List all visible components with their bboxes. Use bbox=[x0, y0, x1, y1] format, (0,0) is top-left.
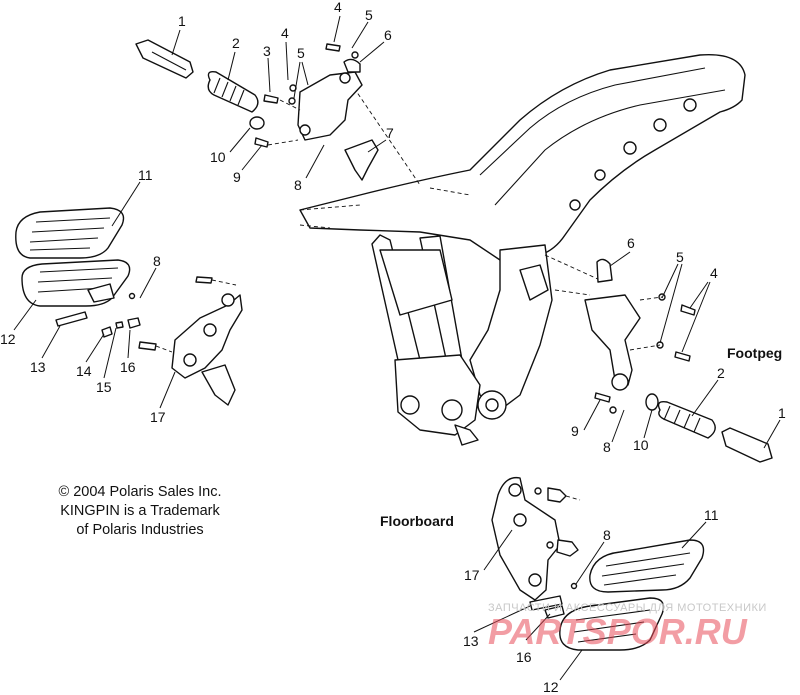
bolt bbox=[254, 137, 269, 148]
copyright-line: © 2004 Polaris Sales Inc. bbox=[58, 484, 222, 500]
bolt bbox=[263, 94, 279, 104]
callout-number: 9 bbox=[571, 423, 579, 439]
footpeg-rubber bbox=[207, 70, 259, 113]
footpeg-assembly-right bbox=[584, 258, 773, 463]
watermark-brand: PARTSPOR.RU bbox=[488, 611, 748, 652]
callout-number: 4 bbox=[710, 265, 718, 281]
watermark: ЗАПЧАСТИ И АКСЕССУАРЫ ДЛЯ МОТОТЕХНИКИ PA… bbox=[488, 602, 767, 652]
washer bbox=[249, 116, 265, 130]
callout-number: 8 bbox=[153, 253, 161, 269]
callout-number: 2 bbox=[717, 365, 725, 381]
trademark-line: KINGPIN is a Trademark bbox=[60, 503, 220, 519]
floorboard-base bbox=[21, 259, 131, 307]
callout-number: 7 bbox=[386, 125, 394, 141]
callouts-footpeg-upper: 1 2 3 4 5 5 6 7 8 9 10 4 bbox=[178, 0, 394, 193]
floorboard-bracket bbox=[171, 294, 243, 379]
callout-number: 10 bbox=[633, 437, 649, 453]
footpeg-rubber bbox=[657, 400, 716, 439]
section-label-floorboard: Floorboard bbox=[380, 513, 454, 529]
callout-number: 4 bbox=[334, 0, 342, 15]
motorcycle-frame bbox=[299, 53, 746, 446]
callout-number: 11 bbox=[704, 507, 719, 523]
callout-number: 15 bbox=[96, 379, 112, 395]
callout-number: 8 bbox=[603, 439, 611, 455]
callout-number: 16 bbox=[516, 649, 532, 665]
callout-number: 5 bbox=[365, 7, 373, 23]
callouts-footpeg-right: 6 5 4 2 1 9 8 10 bbox=[571, 235, 786, 455]
callout-number: 5 bbox=[676, 249, 684, 265]
floorboard-base bbox=[559, 597, 665, 651]
callouts-floorboard-left: 11 8 12 13 14 15 16 17 bbox=[0, 167, 166, 425]
section-label-footpeg: Footpeg bbox=[727, 345, 782, 361]
callout-number: 4 bbox=[281, 25, 289, 41]
callouts-floorboard-lower: 11 8 17 13 16 12 bbox=[463, 507, 719, 695]
callout-number: 2 bbox=[232, 35, 240, 51]
callout-number: 1 bbox=[178, 13, 186, 29]
callout-number: 3 bbox=[263, 43, 271, 59]
callout-number: 5 bbox=[297, 45, 305, 61]
floorboard-bracket bbox=[491, 476, 561, 601]
callout-number: 12 bbox=[0, 331, 16, 347]
pin bbox=[55, 311, 88, 327]
callout-number: 6 bbox=[384, 27, 392, 43]
callout-number: 8 bbox=[294, 177, 302, 193]
heel-plate bbox=[344, 139, 379, 181]
callout-number: 6 bbox=[627, 235, 635, 251]
callout-number: 17 bbox=[464, 567, 480, 583]
callout-number: 13 bbox=[30, 359, 46, 375]
trademark-owner-line: of Polaris Industries bbox=[76, 522, 204, 538]
floorboard-assembly-lower bbox=[491, 476, 705, 651]
floorboard-pad bbox=[15, 207, 125, 259]
callout-number: 13 bbox=[463, 633, 479, 649]
watermark-tagline: ЗАПЧАСТИ И АКСЕССУАРЫ ДЛЯ МОТОТЕХНИКИ bbox=[488, 602, 767, 614]
callout-number: 10 bbox=[210, 149, 226, 165]
callout-number: 11 bbox=[138, 167, 153, 183]
callout-number: 8 bbox=[603, 527, 611, 543]
callout-number: 16 bbox=[120, 359, 136, 375]
callout-number: 9 bbox=[233, 169, 241, 185]
floorboard-pad bbox=[589, 539, 705, 593]
footpeg-pin bbox=[721, 427, 773, 463]
callout-number: 12 bbox=[543, 679, 559, 695]
footpeg-bracket bbox=[584, 294, 641, 386]
copyright-notice: © 2004 Polaris Sales Inc. KINGPIN is a T… bbox=[40, 483, 240, 540]
callout-number: 1 bbox=[778, 405, 786, 421]
leader-lines bbox=[13, 15, 781, 681]
callout-number: 17 bbox=[150, 409, 166, 425]
floorboard-assembly-left bbox=[15, 207, 243, 406]
callout-number: 14 bbox=[76, 363, 92, 379]
washer bbox=[645, 393, 659, 411]
footpeg-assembly-upper bbox=[135, 39, 379, 181]
